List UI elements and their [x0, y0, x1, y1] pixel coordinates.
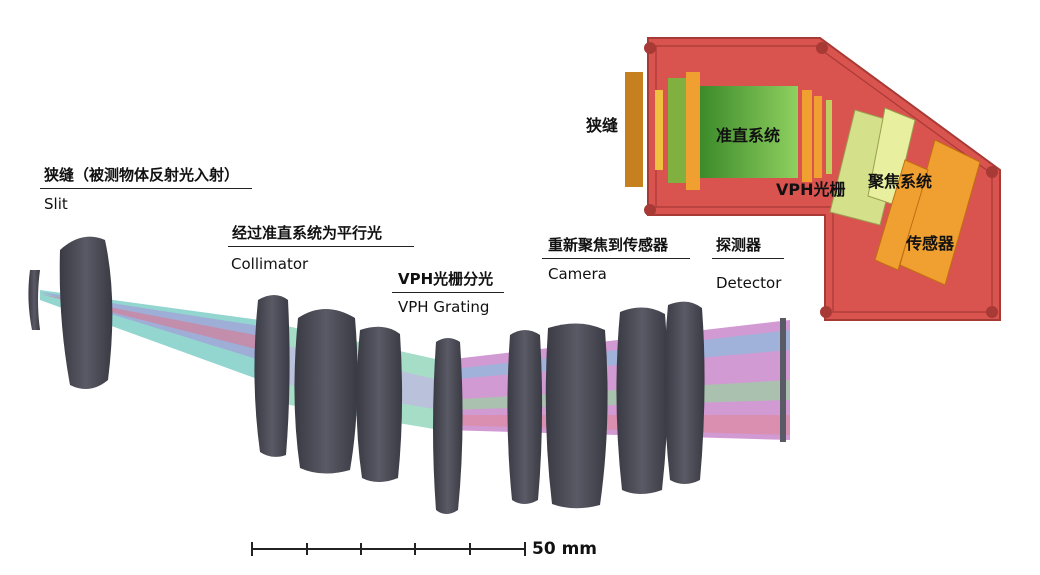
inset-sensor-block	[874, 139, 981, 286]
camera-label-rule	[542, 258, 690, 259]
vph-grating	[433, 338, 463, 514]
inset-grating-label: VPH光栅	[776, 180, 846, 199]
slit-label-rule	[40, 188, 252, 189]
inset-collimator-block	[668, 72, 798, 190]
inset-collimator-label: 准直系统	[716, 126, 781, 145]
camera-label-zh: 重新聚焦到传感器	[548, 236, 669, 254]
slit-label-en: Slit	[44, 195, 68, 213]
detector-label-zh: 探测器	[716, 236, 762, 254]
collimator-label-zh: 经过准直系统为平行光	[232, 224, 383, 242]
grating-label-zh: VPH光栅分光	[398, 270, 494, 288]
detector-label-rule	[712, 258, 784, 259]
collimator-label-rule	[228, 246, 414, 247]
grating-label-rule	[392, 292, 504, 293]
scale-bar	[251, 542, 526, 556]
detector-plane	[780, 318, 786, 442]
camera-label-en: Camera	[548, 265, 607, 283]
collimator-label-en: Collimator	[231, 255, 309, 273]
grating-label-en: VPH Grating	[398, 298, 490, 316]
collimator-lenses	[254, 295, 403, 482]
camera-lenses	[507, 301, 705, 509]
detector-label-en: Detector	[716, 274, 782, 292]
slit-lens	[28, 236, 113, 389]
inset-focus-block	[829, 107, 916, 226]
inset-slit-label: 狭缝	[586, 116, 619, 135]
scale-bar-label: 50 mm	[532, 539, 598, 559]
inset-focus-label: 聚焦系统	[868, 172, 933, 191]
inset-sensor-label: 传感器	[906, 234, 955, 253]
inset-slit-block	[625, 72, 663, 187]
slit-label-zh: 狭缝（被测物体反射光入射）	[44, 166, 240, 184]
inset-grating-block	[802, 90, 832, 182]
